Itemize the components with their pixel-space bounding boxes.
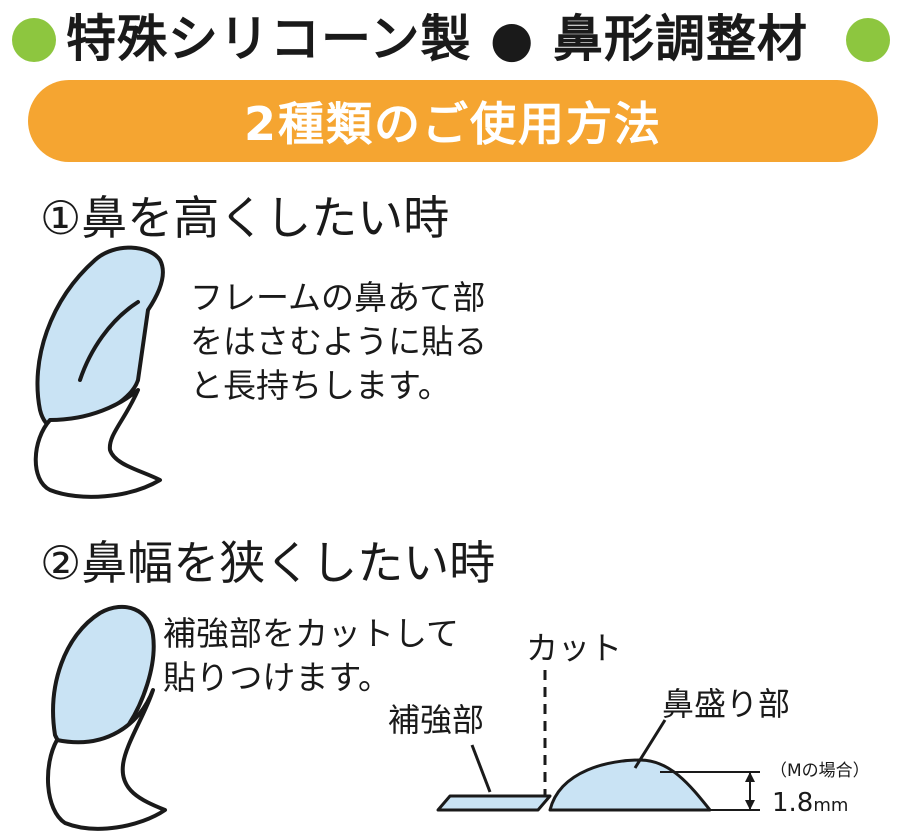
- page-title: 特殊シリコーン製 ● 鼻形調整材: [66, 10, 808, 68]
- method2-description: 補強部をカットして 貼りつけます。: [163, 612, 459, 700]
- method1-line: をはさむように貼る: [190, 322, 487, 361]
- usage-banner: 2種類のご使用方法: [28, 80, 878, 162]
- dimension-number: 1.8: [772, 788, 814, 818]
- method1-description: フレームの鼻あて部 をはさむように貼る と長持ちします。: [190, 276, 487, 408]
- method1-line: と長持ちします。: [190, 366, 451, 405]
- size-note: （Mの場合）: [770, 761, 870, 781]
- cross-section-diagram: [436, 670, 760, 812]
- dimension-unit: mm: [813, 795, 849, 816]
- nose-pad-cut-illustration: [46, 604, 167, 831]
- method2-line: 貼りつけます。: [163, 658, 392, 697]
- green-dot-right-icon: [846, 18, 890, 62]
- green-dot-left-icon: [12, 18, 56, 62]
- method1-heading: ①鼻を高くしたい時: [40, 191, 450, 245]
- dimension-value: 1.8mm: [772, 790, 848, 816]
- banner-text: 2種類のご使用方法: [243, 97, 662, 151]
- reinforcement-label: 補強部: [388, 701, 485, 739]
- method2-heading: ②鼻幅を狭くしたい時: [40, 536, 496, 590]
- nose-pad-clip-illustration: [33, 245, 165, 499]
- method1-line: フレームの鼻あて部: [190, 278, 486, 317]
- method2-line: 補強部をカットして: [163, 614, 460, 653]
- cut-label: カット: [526, 629, 623, 667]
- nose-part-label: 鼻盛り部: [662, 685, 791, 723]
